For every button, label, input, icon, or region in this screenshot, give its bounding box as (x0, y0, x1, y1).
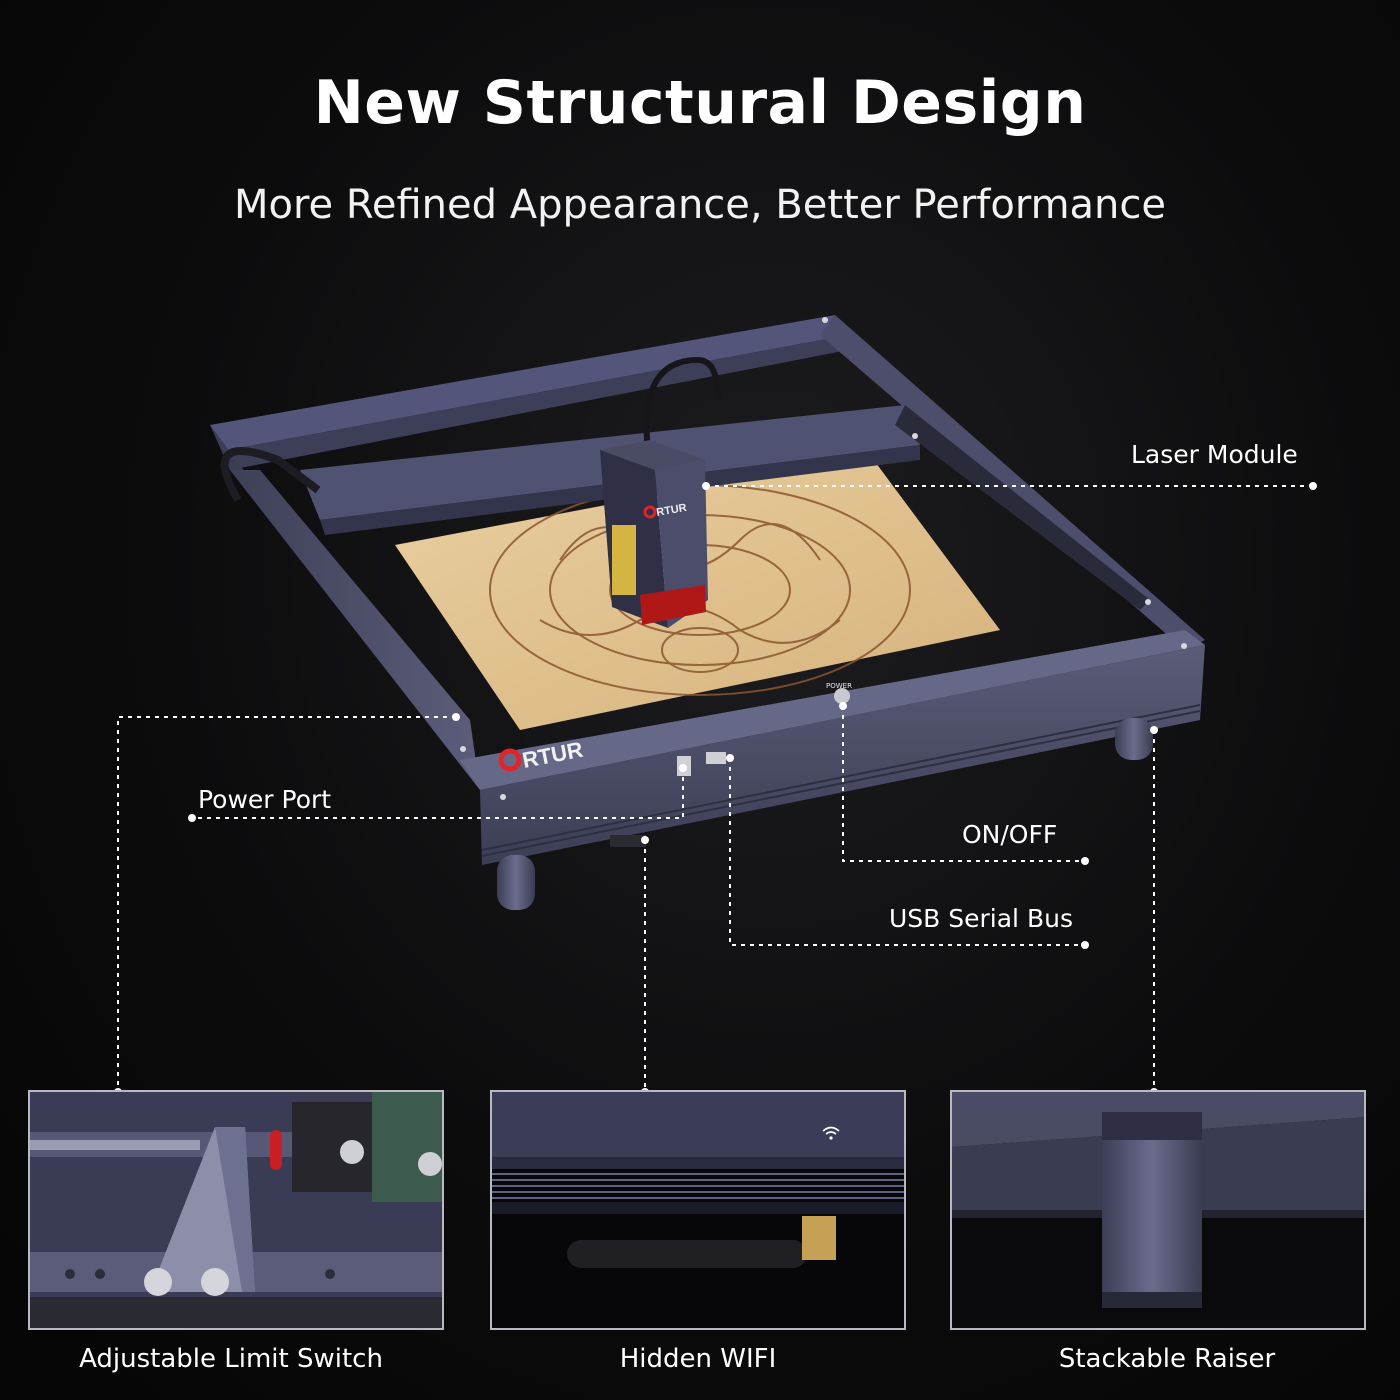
detail-panel-limit-switch (28, 1090, 444, 1330)
raiser-illustration (952, 1092, 1364, 1328)
limit-switch-illustration (30, 1092, 442, 1328)
frame-front-rail (460, 630, 1205, 790)
page-subtitle: More Refined Appearance, Better Performa… (233, 182, 1166, 228)
frame-right-rail (820, 315, 1205, 650)
callout-laser-module: Laser Module (1131, 440, 1298, 469)
usb-port (706, 752, 726, 764)
laser-module: RTUR (600, 356, 721, 628)
wifi-icon (822, 1126, 840, 1140)
raiser-leg-front (497, 855, 535, 910)
callout-usb: USB Serial Bus (889, 904, 1073, 933)
frame-back-rail (210, 315, 848, 450)
caption-limit-switch: Adjustable Limit Switch (79, 1344, 383, 1374)
svg-text:POWER: POWER (826, 682, 852, 690)
page-title: New Structural Design (313, 68, 1087, 138)
svg-text:RTUR: RTUR (655, 502, 687, 519)
detail-panel-hidden-wifi (490, 1090, 906, 1330)
detail-panel-stackable-raiser (950, 1090, 1366, 1330)
callout-on-off: ON/OFF (962, 820, 1058, 849)
cable (220, 447, 321, 502)
caption-stackable-raiser: Stackable Raiser (1058, 1344, 1276, 1374)
caption-hidden-wifi: Hidden WIFI (619, 1344, 777, 1374)
power-button (834, 688, 850, 704)
wifi-antenna (567, 1216, 836, 1268)
raiser-leg-right (1115, 718, 1153, 760)
callout-power-port: Power Port (198, 785, 332, 814)
